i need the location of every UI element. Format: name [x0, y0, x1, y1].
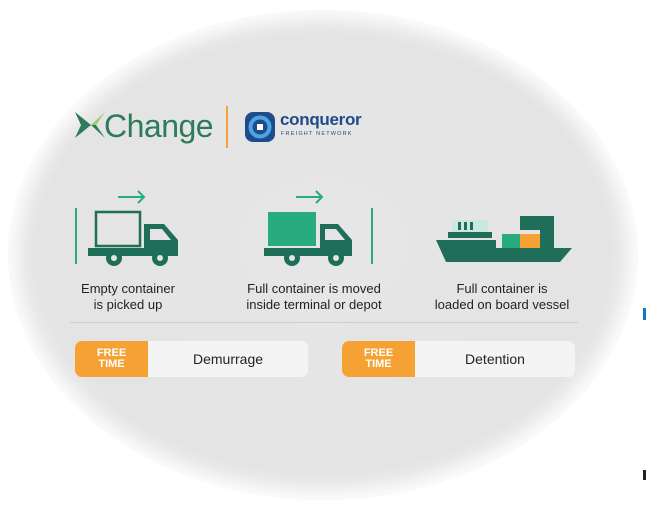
edge-mark — [643, 470, 646, 480]
free-time-badge: FREE TIME — [342, 341, 415, 377]
free-time-badge: FREE TIME — [75, 341, 148, 377]
step-caption-line: Full container is — [456, 281, 548, 296]
step-caption: Empty container is picked up — [28, 281, 228, 313]
xchange-logo-text: Change — [104, 108, 214, 144]
detention-pill: FREE TIME Detention — [342, 341, 575, 377]
edge-mark — [643, 308, 646, 320]
badge-line: TIME — [365, 358, 392, 370]
truck-empty-icon — [75, 190, 178, 266]
demurrage-pill: FREE TIME Demurrage — [75, 341, 308, 377]
conqueror-emblem-icon — [245, 112, 275, 142]
divider — [70, 322, 578, 323]
period-label: Detention — [465, 351, 525, 367]
logo-separator — [226, 106, 228, 148]
badge-line: TIME — [98, 358, 125, 370]
step-caption-line: Empty container — [81, 281, 175, 296]
conqueror-tagline: FREIGHT NETWORK — [281, 131, 353, 137]
step-caption-line: is picked up — [93, 297, 163, 312]
step-caption-line: loaded on board vessel — [434, 297, 570, 312]
step-caption-line: inside terminal or depot — [246, 297, 382, 312]
conqueror-logo-text: conqueror — [280, 110, 362, 129]
step-caption-line: Full container is moved — [247, 281, 381, 296]
step-caption: Full container is loaded on board vessel — [402, 281, 602, 313]
ship-icon — [436, 216, 572, 262]
period-label: Demurrage — [192, 351, 264, 367]
badge-line: FREE — [363, 347, 394, 359]
step-caption: Full container is moved inside terminal … — [214, 281, 414, 313]
xchange-x-icon — [75, 112, 105, 138]
truck-full-icon — [264, 190, 373, 266]
badge-line: FREE — [96, 347, 127, 359]
